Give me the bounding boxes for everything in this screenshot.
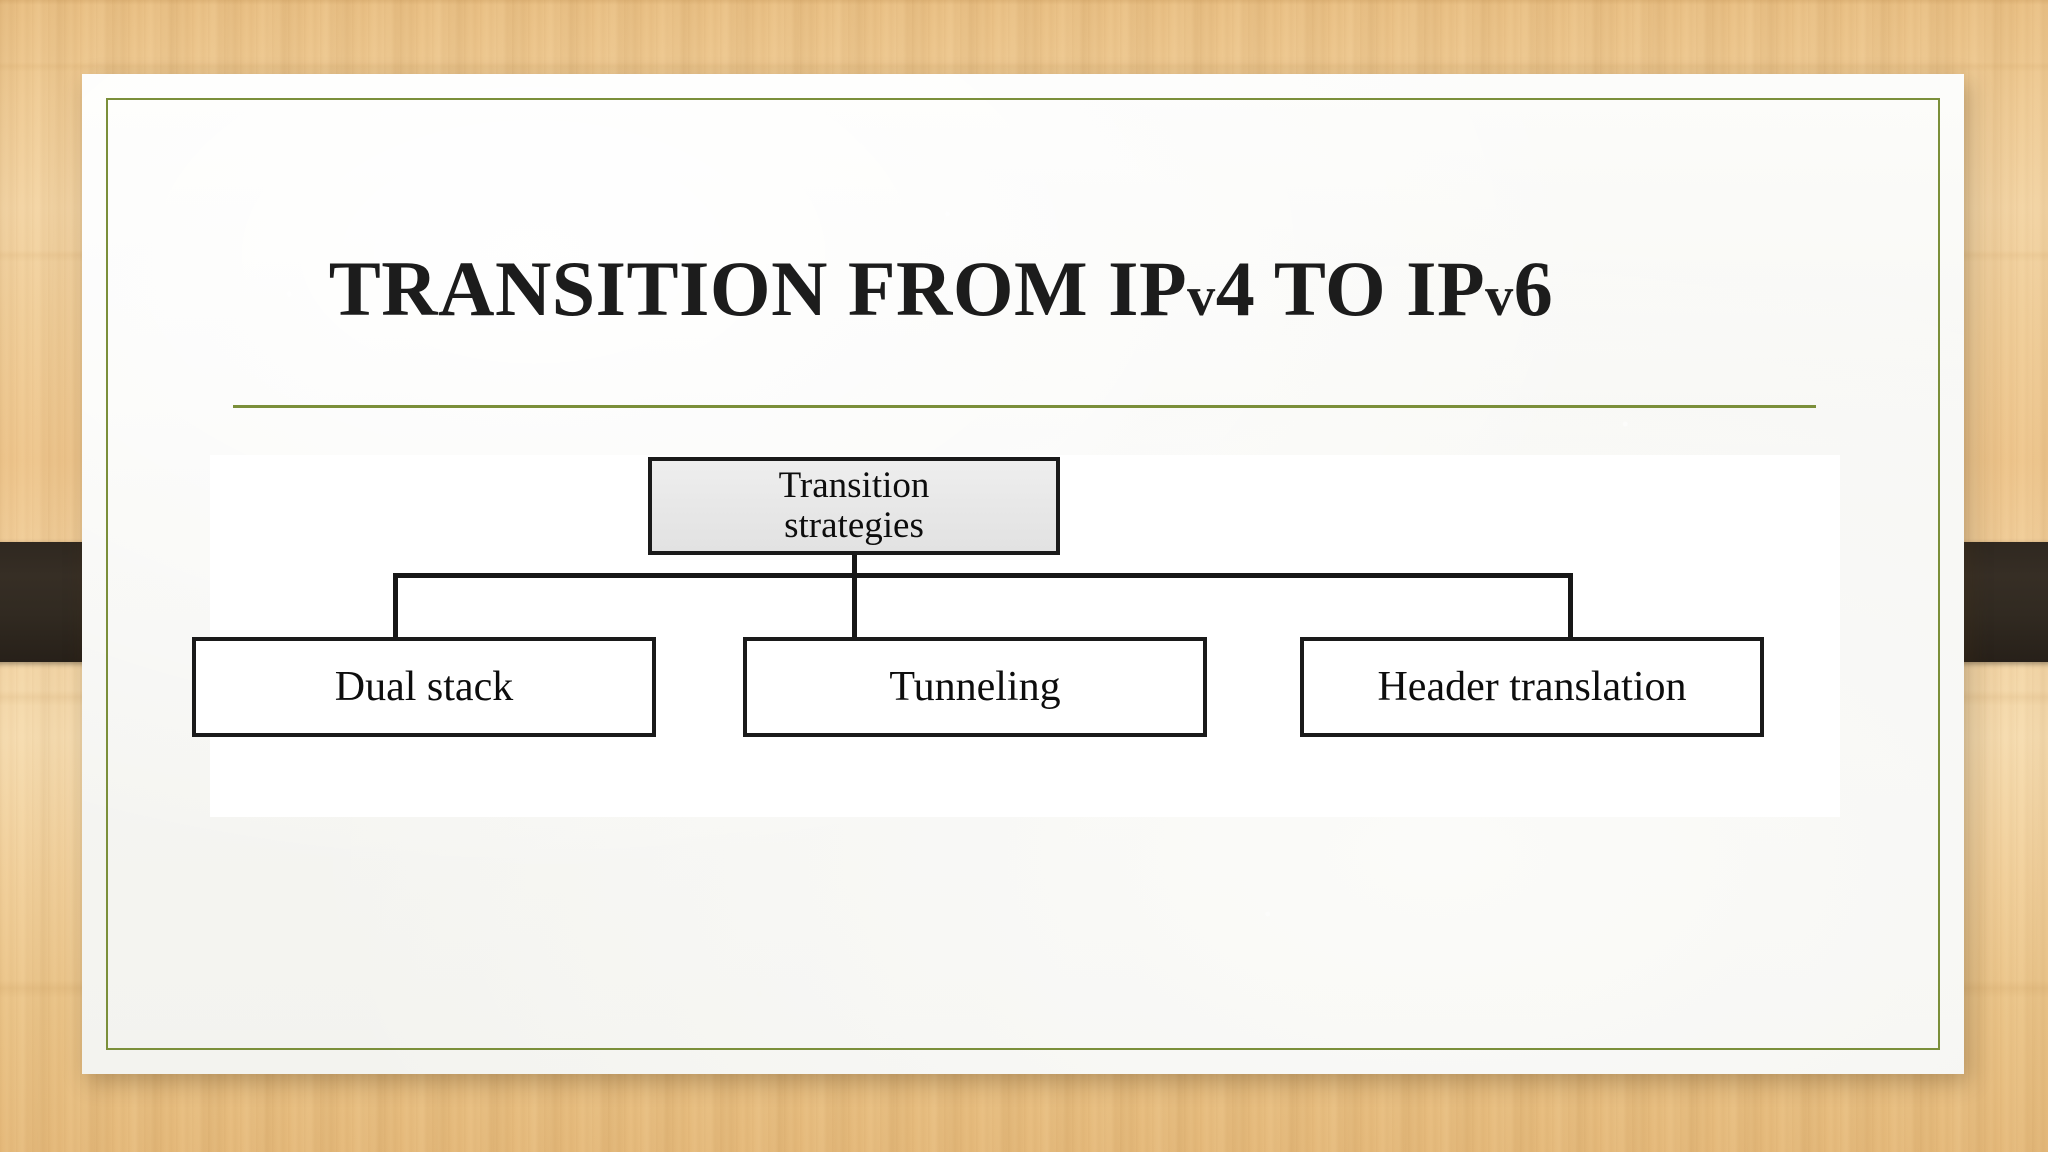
connector-branch-left xyxy=(393,573,398,637)
root-label-line-2: strategies xyxy=(784,505,924,546)
transition-strategies-diagram: Transition strategies Dual stack Tunneli… xyxy=(192,455,1840,817)
node-label: Header translation xyxy=(1377,664,1687,710)
title-segment-2: v xyxy=(1187,266,1216,329)
node-label: Tunneling xyxy=(889,664,1061,710)
title-segment-4: v xyxy=(1485,266,1514,329)
root-label-line-1: Transition xyxy=(778,465,930,507)
diagram-node-header-translation: Header translation xyxy=(1300,637,1770,743)
page-title: TRANSITION FROM IPv4 TO IPv6 xyxy=(150,248,1732,330)
title-divider-rule xyxy=(233,405,1816,408)
connector-branch-middle xyxy=(852,573,857,637)
connector-horizontal-bus xyxy=(393,573,1573,578)
title-segment-3: 4 TO IP xyxy=(1215,245,1486,333)
node-label: Dual stack xyxy=(334,664,514,710)
title-segment-1: TRANSITION FROM IP xyxy=(328,245,1188,333)
title-segment-5: 6 xyxy=(1513,245,1554,333)
diagram-node-tunneling: Tunneling xyxy=(743,637,1213,743)
diagram-node-root: Transition strategies xyxy=(648,457,1066,561)
connector-branch-right xyxy=(1568,573,1573,637)
diagram-node-dual-stack: Dual stack xyxy=(192,637,662,743)
